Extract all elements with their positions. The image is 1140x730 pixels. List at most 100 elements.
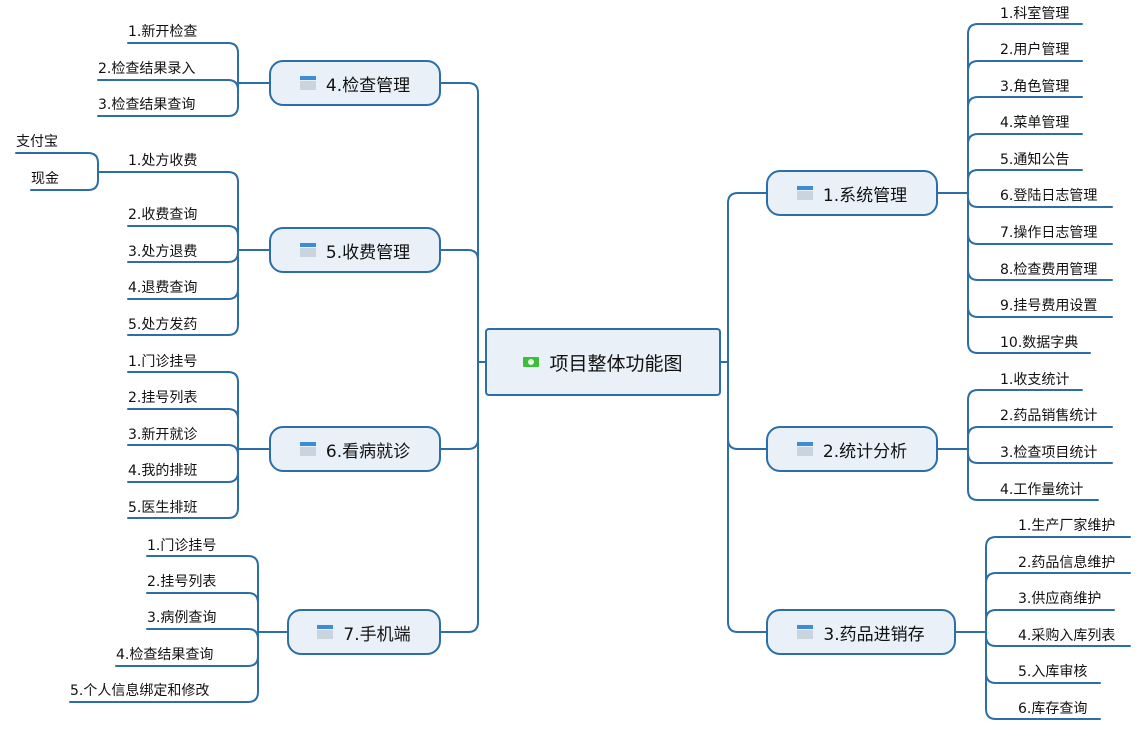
- leaf-item[interactable]: 2.药品信息维护: [1018, 555, 1116, 571]
- leaf-item[interactable]: 4.检查结果查询: [116, 647, 214, 663]
- window-icon: [299, 243, 316, 257]
- leaf-item[interactable]: 2.挂号列表: [147, 574, 217, 590]
- branch-label: 1.系统管理: [822, 185, 908, 206]
- connector: [97, 105, 239, 117]
- leaf-item[interactable]: 3.病例查询: [147, 610, 217, 626]
- leaf-item[interactable]: 4.采购入库列表: [1018, 628, 1116, 644]
- connector: [127, 371, 239, 383]
- leaf-item[interactable]: 5.医生排班: [128, 500, 198, 516]
- leaf-item[interactable]: 1.收支统计: [1000, 372, 1070, 388]
- leaf-item[interactable]: 2.药品销售统计: [1000, 408, 1098, 424]
- leaf-item[interactable]: 2.收费查询: [128, 207, 198, 223]
- center-node[interactable]: 项目整体功能图: [485, 328, 721, 396]
- window-icon: [317, 625, 334, 639]
- connector: [440, 82, 486, 363]
- leaf-item[interactable]: 3.检查结果查询: [98, 97, 196, 113]
- connector: [967, 489, 1099, 501]
- branch-label: 4.检查管理: [325, 75, 411, 96]
- leaf-item[interactable]: 3.检查项目统计: [1000, 445, 1098, 461]
- leaf-item[interactable]: 3.处方退费: [128, 244, 198, 260]
- connector: [985, 635, 1131, 647]
- leaf-item[interactable]: 5.处方发药: [128, 317, 198, 333]
- leaf-item[interactable]: 3.供应商维护: [1018, 591, 1102, 607]
- sub-leaf-item[interactable]: 现金: [31, 171, 59, 187]
- connector: [127, 171, 239, 183]
- leaf-item[interactable]: 4.退费查询: [128, 280, 198, 296]
- connector: [69, 691, 259, 703]
- branch-drug-inventory[interactable]: 3.药品进销存: [766, 609, 956, 655]
- leaf-item[interactable]: 5.个人信息绑定和修改: [70, 683, 210, 699]
- connector: [967, 426, 1113, 438]
- connector: [30, 171, 99, 191]
- window-icon: [299, 442, 316, 456]
- leaf-item[interactable]: 1.科室管理: [1000, 6, 1070, 22]
- connector: [967, 389, 1083, 401]
- connector: [985, 609, 1115, 621]
- connector: [146, 592, 259, 604]
- branch-label: 3.药品进销存: [823, 624, 925, 645]
- leaf-item[interactable]: 2.挂号列表: [128, 390, 198, 406]
- leaf-item[interactable]: 4.工作量统计: [1000, 482, 1084, 498]
- leaf-item[interactable]: 10.数据字典: [1000, 335, 1079, 351]
- leaf-item[interactable]: 5.通知公告: [1000, 152, 1070, 168]
- leaf-item[interactable]: 8.检查费用管理: [1000, 262, 1098, 278]
- connector: [127, 288, 239, 300]
- connector: [967, 196, 1113, 208]
- branch-medical-visit[interactable]: 6.看病就诊: [269, 426, 441, 472]
- connector: [440, 438, 479, 450]
- sub-leaf-item[interactable]: 支付宝: [16, 134, 58, 150]
- leaf-item[interactable]: 3.新开就诊: [128, 427, 198, 443]
- branch-statistics[interactable]: 2.统计分析: [766, 426, 938, 472]
- leaf-item[interactable]: 1.门诊挂号: [147, 538, 217, 554]
- leaf-item[interactable]: 9.挂号费用设置: [1000, 298, 1098, 314]
- leaf-item[interactable]: 1.处方收费: [128, 153, 198, 169]
- connector: [727, 361, 767, 450]
- window-icon: [797, 625, 814, 639]
- branch-system-management[interactable]: 1.系统管理: [766, 170, 938, 216]
- leaf-item[interactable]: 1.新开检查: [128, 24, 198, 40]
- connector: [127, 444, 239, 456]
- leaf-item[interactable]: 6.库存查询: [1018, 701, 1088, 717]
- leaf-item[interactable]: 4.我的排班: [128, 463, 198, 479]
- center-label: 项目整体功能图: [549, 352, 683, 375]
- leaf-item[interactable]: 7.操作日志管理: [1000, 225, 1098, 241]
- branch-exam-management[interactable]: 4.检查管理: [269, 60, 441, 106]
- connector: [146, 555, 259, 567]
- connector: [127, 408, 239, 420]
- leaf-item[interactable]: 2.用户管理: [1000, 42, 1070, 58]
- connector: [967, 96, 1083, 108]
- connector: [15, 152, 99, 173]
- connector: [985, 536, 1131, 548]
- connector: [967, 169, 1083, 181]
- connector: [440, 361, 479, 633]
- connector: [985, 708, 1101, 720]
- connector: [127, 471, 239, 483]
- leaf-item[interactable]: 1.生产厂家维护: [1018, 518, 1116, 534]
- branch-billing-management[interactable]: 5.收费管理: [269, 227, 441, 273]
- connector: [146, 628, 259, 640]
- leaf-item[interactable]: 6.登陆日志管理: [1000, 188, 1098, 204]
- connector: [985, 572, 1131, 584]
- leaf-item[interactable]: 2.检查结果录入: [98, 61, 196, 77]
- connector: [127, 42, 239, 54]
- leaf-item[interactable]: 1.门诊挂号: [128, 354, 198, 370]
- connector: [967, 133, 1083, 145]
- leaf-item[interactable]: 3.角色管理: [1000, 79, 1070, 95]
- connector: [115, 655, 259, 667]
- money-icon: [523, 357, 540, 367]
- connector: [720, 192, 767, 363]
- window-icon: [299, 76, 316, 90]
- connector: [967, 306, 1113, 318]
- connector: [127, 225, 239, 237]
- connector: [440, 249, 479, 261]
- connector: [967, 233, 1113, 245]
- leaf-item[interactable]: 5.入库审核: [1018, 664, 1088, 680]
- window-icon: [796, 186, 813, 200]
- connector: [127, 507, 239, 519]
- branch-label: 6.看病就诊: [325, 441, 411, 462]
- leaf-item[interactable]: 4.菜单管理: [1000, 115, 1070, 131]
- branch-label: 7.手机端: [343, 624, 411, 645]
- branch-mobile[interactable]: 7.手机端: [287, 609, 441, 655]
- connector: [967, 452, 1113, 464]
